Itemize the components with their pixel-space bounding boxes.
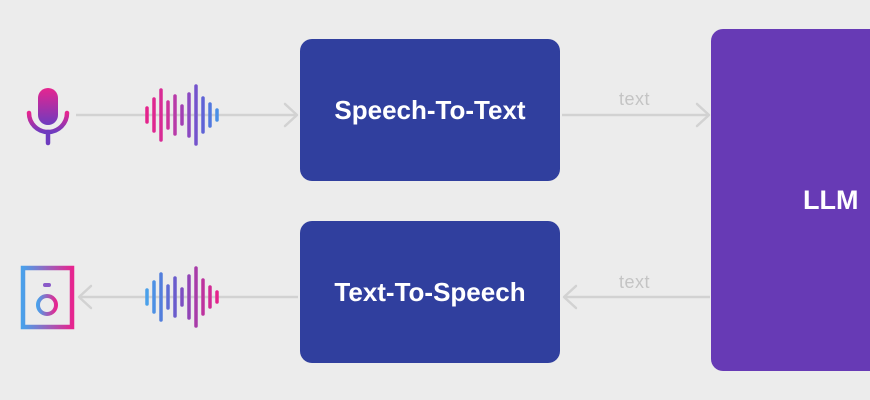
- edge-label-llm-to-tts: text: [619, 272, 651, 292]
- connector-mic-to-stt: [76, 102, 299, 128]
- connector-stt-to-llm: [562, 102, 711, 128]
- speaker-icon: [20, 265, 75, 330]
- waveform-icon-output: [145, 266, 219, 328]
- text-to-speech-label: Text-To-Speech: [334, 276, 526, 307]
- speech-to-text-box: Speech-To-Text: [300, 39, 560, 181]
- edge-label-stt-to-llm: text: [619, 89, 651, 109]
- connector-llm-to-tts: [562, 284, 710, 310]
- speech-to-text-label: Speech-To-Text: [334, 94, 526, 125]
- llm-box: LLM: [711, 29, 870, 371]
- llm-label: LLM: [803, 184, 859, 215]
- waveform-icon-input: [145, 84, 219, 146]
- microphone-icon: [26, 88, 70, 146]
- text-to-speech-box: Text-To-Speech: [300, 221, 560, 363]
